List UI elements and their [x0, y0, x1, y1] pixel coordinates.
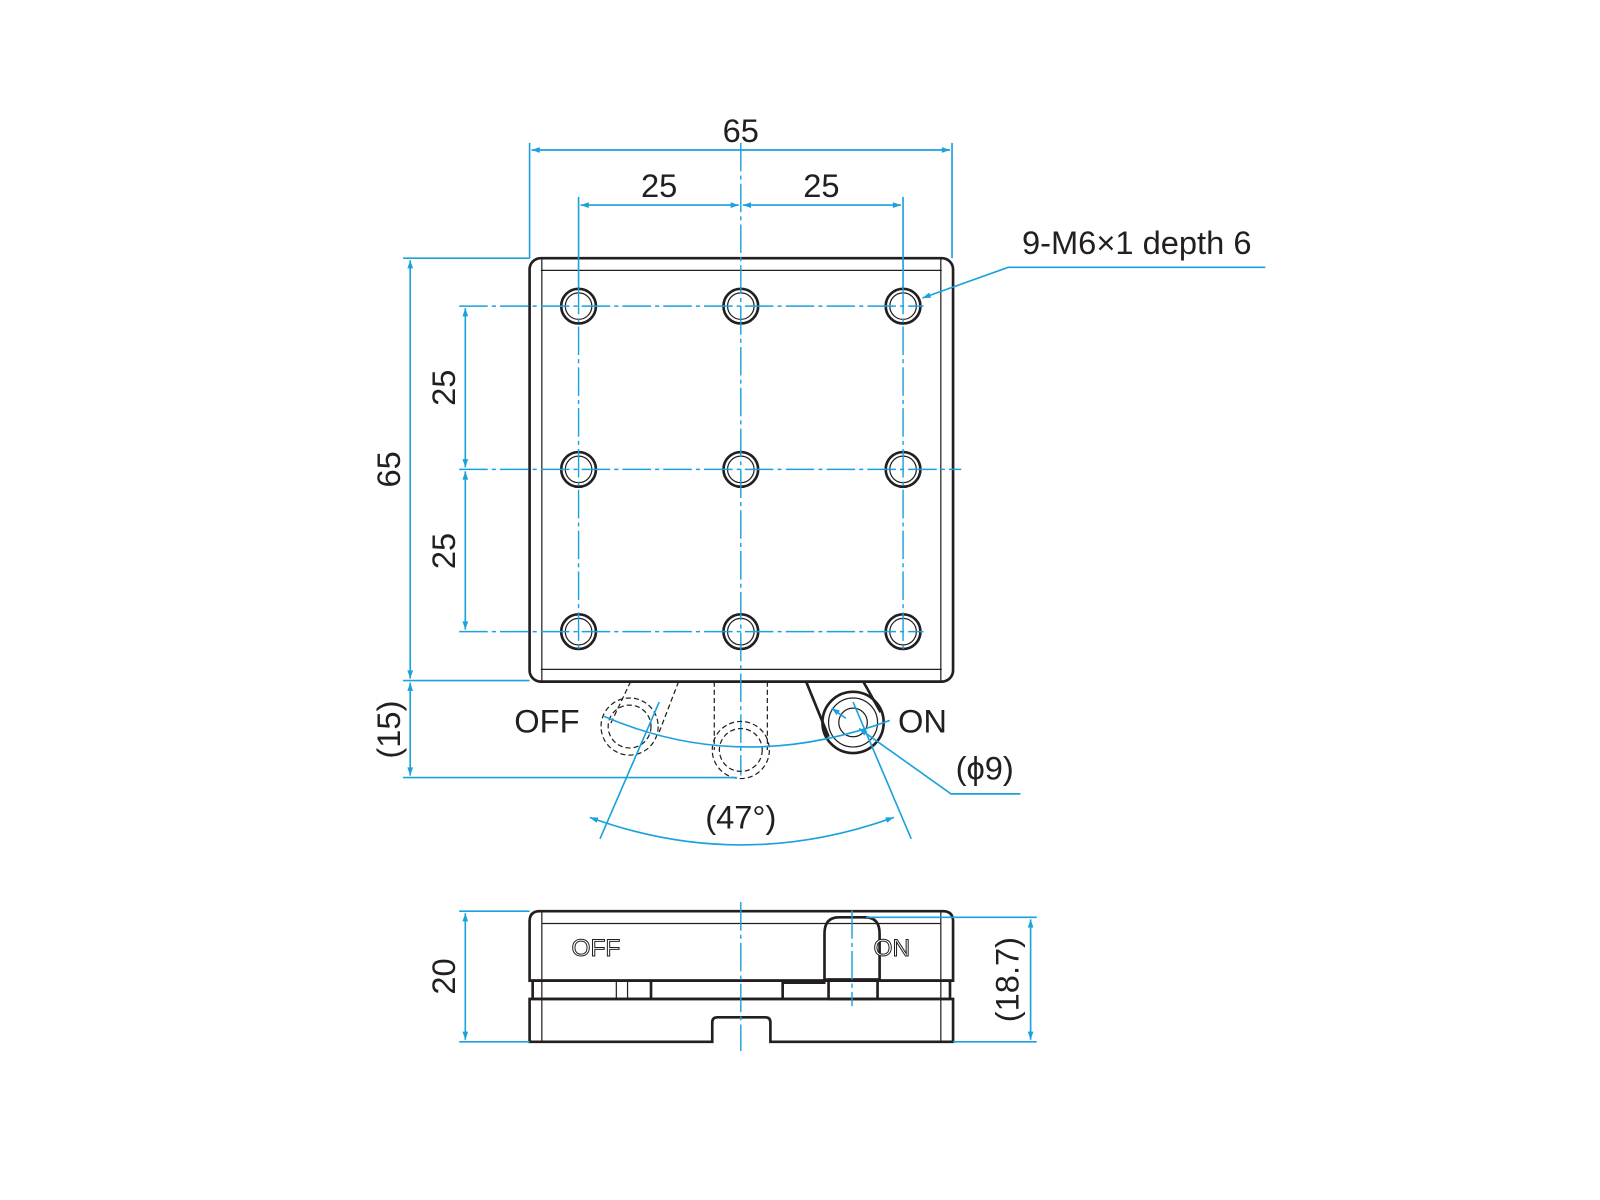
side-view: OFF ON 20 (18.7)	[425, 902, 1037, 1052]
dim-overall-width: 65	[723, 112, 759, 149]
dim-pitch-x-right: 25	[803, 167, 839, 204]
dim-pitch-y-bottom: 25	[425, 533, 462, 569]
dim-height: 20	[425, 958, 462, 994]
dim-knob-height: (18.7)	[988, 937, 1025, 1022]
dim-pitch-x-left: 25	[641, 167, 677, 204]
lever-angle: (47°)	[705, 799, 776, 836]
off-label: OFF	[514, 703, 579, 740]
lever	[600, 680, 891, 780]
knob-diameter: (ϕ9)	[956, 750, 1014, 787]
dim-pitch-y-top: 25	[425, 370, 462, 406]
hole-callout: 9-M6×1 depth 6	[1022, 224, 1252, 261]
top-view: OFF ON 65 25 25 65 25 25 (15) 9-M6×1 dep…	[370, 112, 1266, 846]
dim-overall-height: 65	[370, 451, 407, 487]
on-label: ON	[898, 703, 947, 740]
engraved-off: OFF	[571, 935, 620, 962]
dim-lever-offset: (15)	[370, 701, 407, 759]
engraved-on: ON	[873, 935, 910, 962]
